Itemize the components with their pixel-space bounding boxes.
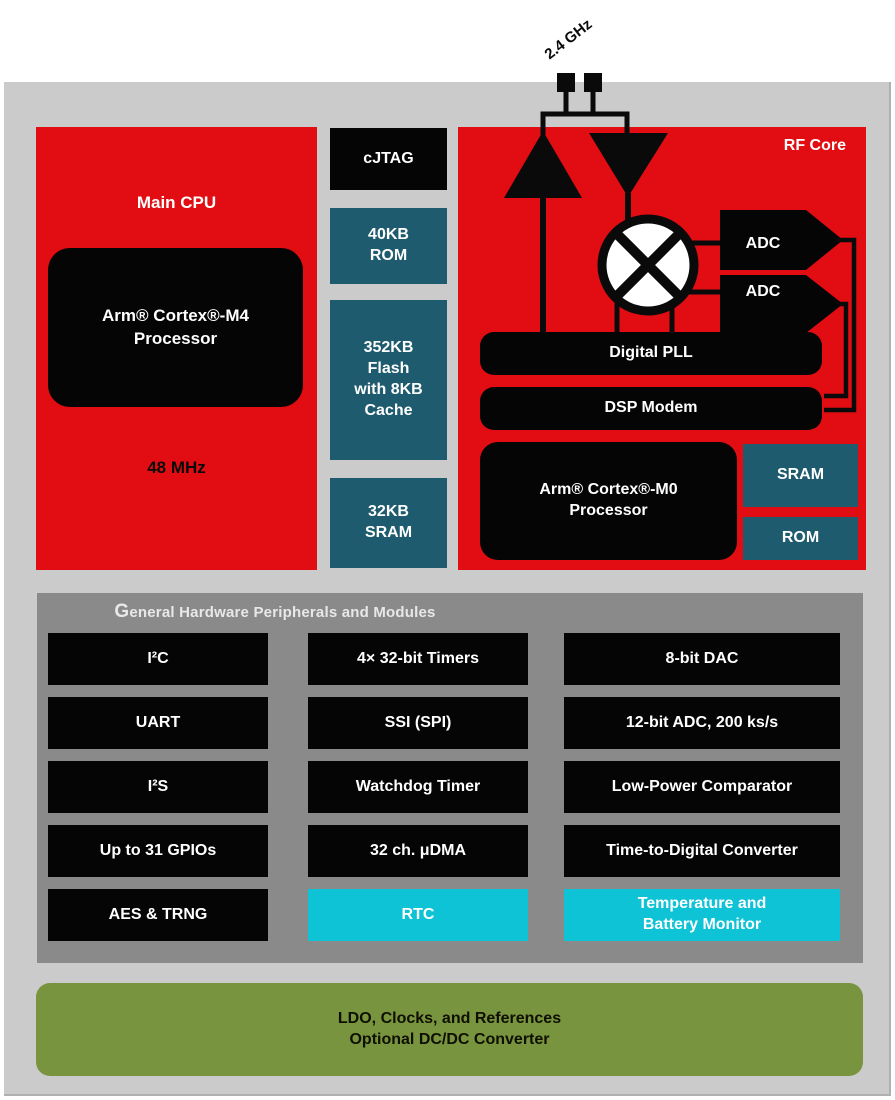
adc-label-bottom: ADC [745,282,781,300]
adc-label-top: ADC [745,234,781,252]
peripheral-box-watchdog: Watchdog Timer [308,761,528,813]
rom-40kb-box: 40KB ROM [330,208,447,284]
cjtag-box: cJTAG [330,128,447,190]
peripheral-box-udma: 32 ch. μDMA [308,825,528,877]
peripheral-box-i2s: I²S [48,761,268,813]
cpu-frequency-label: 48 MHz [147,457,206,477]
sram-32kb-box: 32KB SRAM [330,478,447,568]
peripheral-box-temp-battery: Temperature and Battery Monitor [564,889,840,941]
peripherals-title: General Hardware Peripherals and Modules [114,601,436,622]
rf-core-title: RF Core [783,137,846,154]
rf-sram-box: SRAM [743,444,858,507]
peripheral-box-gpio: Up to 31 GPIOs [48,825,268,877]
peripheral-box-uart: UART [48,697,268,749]
dsp-modem-box: DSP Modem [480,387,822,430]
peripheral-box-timers: 4× 32-bit Timers [308,633,528,685]
peripheral-box-comparator: Low-Power Comparator [564,761,840,813]
power-block: LDO, Clocks, and References Optional DC/… [36,983,863,1076]
digital-pll-box: Digital PLL [480,332,822,375]
cortex-m0-box: Arm® Cortex®-M0 Processor [480,442,737,560]
cortex-m4-box: Arm® Cortex®-M4 Processor [48,248,303,407]
peripheral-box-ssi-spi: SSI (SPI) [308,697,528,749]
peripheral-box-rtc: RTC [308,889,528,941]
antenna-frequency-label: 2.4 GHz [541,15,596,63]
rf-rom-box: ROM [743,517,858,560]
peripheral-box-tdc: Time-to-Digital Converter [564,825,840,877]
peripheral-box-i2c: I²C [48,633,268,685]
flash-box: 352KB Flash with 8KB Cache [330,300,447,460]
peripheral-box-dac: 8-bit DAC [564,633,840,685]
main-cpu-title: Main CPU [136,192,217,212]
peripheral-box-aes-trng: AES & TRNG [48,889,268,941]
peripheral-box-adc: 12-bit ADC, 200 ks/s [564,697,840,749]
